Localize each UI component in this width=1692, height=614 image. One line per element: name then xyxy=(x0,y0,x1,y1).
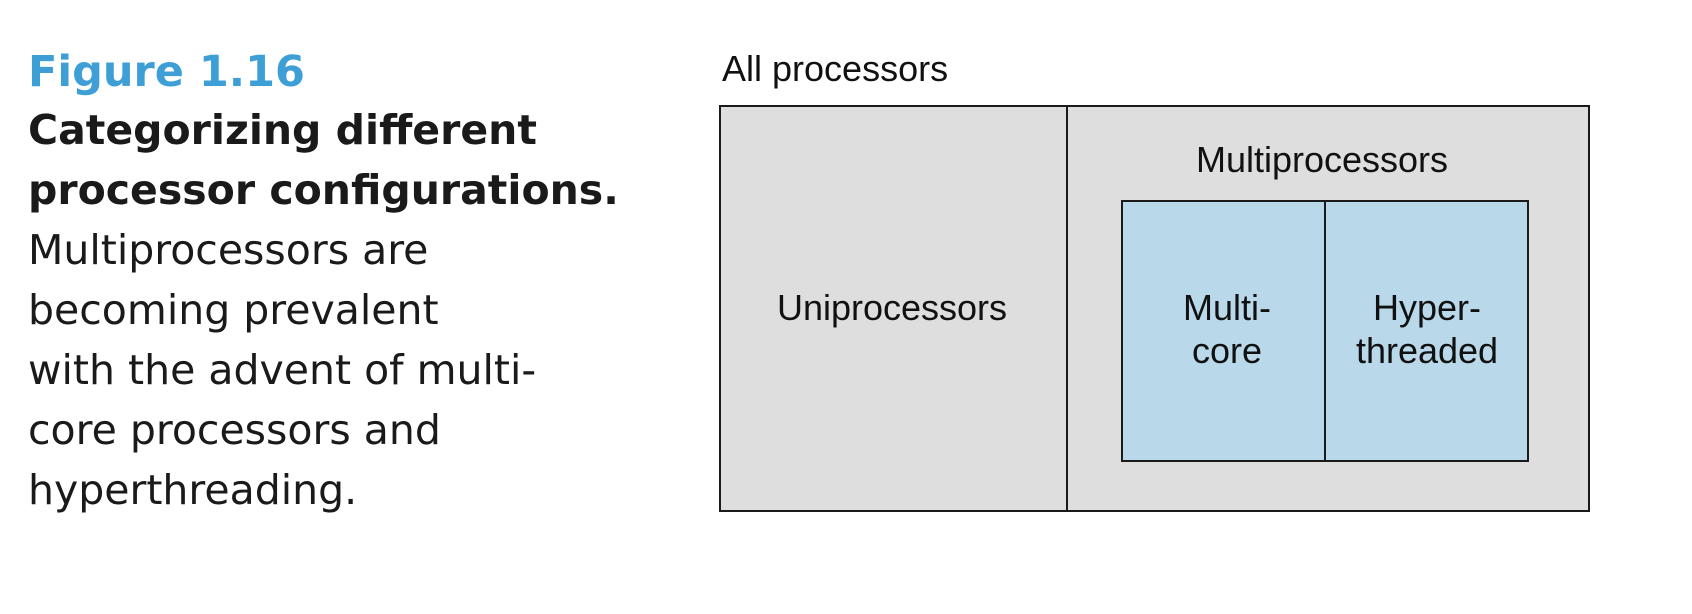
multicore-box xyxy=(1121,200,1326,462)
hyperthreaded-label-line1: Hyper- xyxy=(1373,287,1481,328)
caption-text: Categorizing different processor configu… xyxy=(28,100,628,520)
caption-body-line: Multiprocessors are xyxy=(28,226,429,274)
figure-caption: Figure 1.16 Categorizing different proce… xyxy=(28,44,628,520)
uniprocessors-label: Uniprocessors xyxy=(777,287,1007,328)
hyperthreaded-label-line2: threaded xyxy=(1356,330,1498,371)
all-processors-label: All processors xyxy=(722,48,948,89)
caption-body-line: becoming prevalent xyxy=(28,286,439,334)
caption-body-line: with the advent of multi- xyxy=(28,346,537,394)
caption-title-line: processor configurations. xyxy=(28,166,619,214)
figure-label: Figure 1.16 xyxy=(28,47,305,97)
caption-body-line: core processors and xyxy=(28,406,441,454)
caption-body-line: hyperthreading. xyxy=(28,466,358,514)
caption-title-line: Categorizing different xyxy=(28,106,537,154)
multiprocessors-label: Multiprocessors xyxy=(1196,139,1448,180)
multicore-label-line1: Multi- xyxy=(1183,287,1271,328)
multicore-label-line2: core xyxy=(1192,330,1262,371)
hyperthreaded-box xyxy=(1324,200,1529,462)
